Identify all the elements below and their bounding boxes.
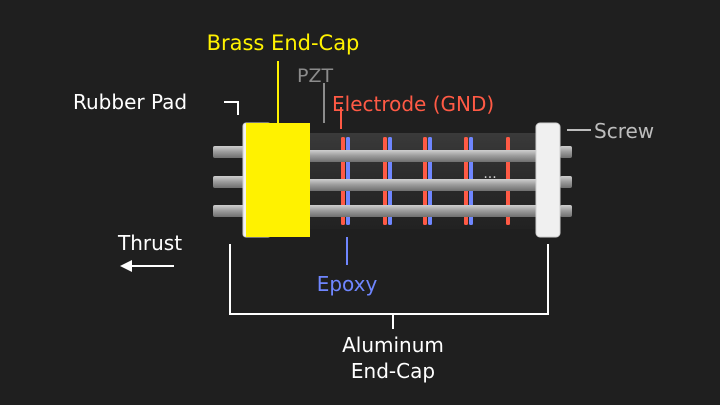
rubber-pad-label: Rubber Pad bbox=[73, 90, 187, 114]
left-screw-ends bbox=[213, 146, 245, 217]
brass-end-cap bbox=[246, 123, 310, 237]
thrust-label: Thrust bbox=[117, 231, 182, 255]
epoxy-label: Epoxy bbox=[317, 272, 378, 296]
right-screw-ends bbox=[560, 146, 572, 217]
electrode-gnd-label: Electrode (GND) bbox=[332, 92, 494, 116]
stack-ellipsis: ··· bbox=[483, 170, 496, 186]
pzt-label: PZT bbox=[297, 65, 333, 87]
aluminum-bracket bbox=[229, 244, 549, 315]
rubber-pad-leader bbox=[224, 101, 239, 115]
aluminum-label-line2: End-Cap bbox=[351, 359, 435, 383]
screw-label: Screw bbox=[594, 119, 654, 143]
aluminum-label-line1: Aluminum bbox=[342, 333, 444, 357]
tie-rods bbox=[300, 150, 550, 217]
left-arrow-icon bbox=[120, 260, 174, 272]
aluminum-end-cap bbox=[535, 122, 561, 238]
brass-end-cap-label: Brass End-Cap bbox=[207, 31, 360, 55]
